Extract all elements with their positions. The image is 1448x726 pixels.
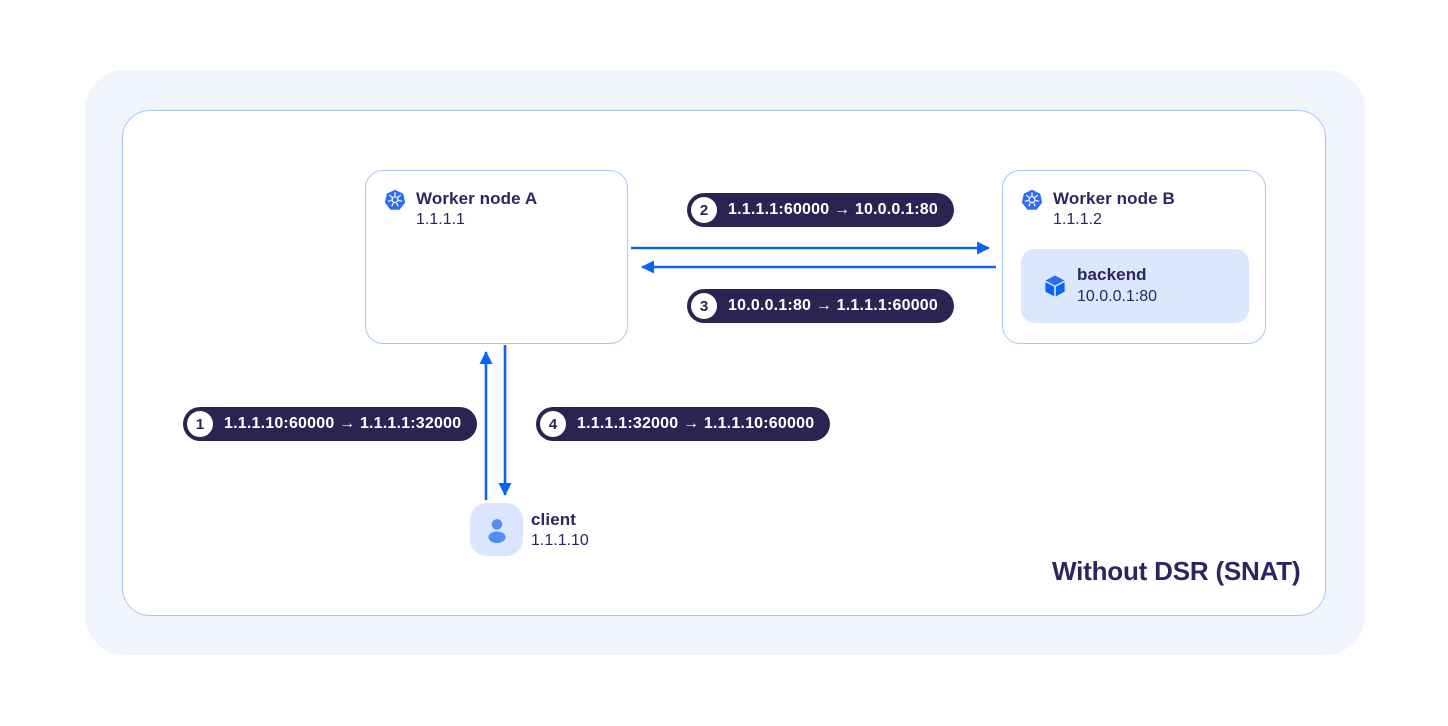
kubernetes-icon [1021,189,1043,211]
backend-pod-box: backend 10.0.0.1:80 [1021,249,1249,323]
client-ip: 1.1.1.10 [531,532,589,550]
flow-label: 1.1.1.10:60000 → 1.1.1.1:32000 [224,415,462,432]
kubernetes-icon [384,189,406,211]
flow-badge-4: 4 1.1.1.1:32000 → 1.1.1.10:60000 [536,407,831,441]
worker-node-a-title: Worker node A [416,189,538,208]
backend-ip: 10.0.0.1:80 [1077,287,1158,305]
client-avatar [470,503,523,556]
worker-node-b-ip: 1.1.1.2 [1053,211,1102,229]
worker-node-b-title: Worker node B [1053,189,1175,208]
flow-label: 1.1.1.1:60000 → 10.0.0.1:80 [728,201,938,218]
flow-label: 10.0.0.1:80 → 1.1.1.1:60000 [728,297,938,314]
flow-step-number: 1 [187,411,213,437]
person-icon [488,518,505,543]
flow-badge-1: 1 1.1.1.10:60000 → 1.1.1.1:32000 [183,407,478,441]
diagram-caption: Without DSR (SNAT) [1052,556,1301,586]
worker-node-a-ip: 1.1.1.1 [416,211,465,229]
backend-title: backend [1077,265,1147,285]
cube-icon [1043,274,1067,298]
flow-step-number: 4 [540,411,566,437]
client-title: client [531,510,577,529]
worker-node-a-box: Worker node A 1.1.1.1 [365,170,628,344]
flow-step-number: 3 [691,293,717,319]
flow-badge-3: 3 10.0.0.1:80 → 1.1.1.1:60000 [687,289,954,323]
flow-step-number: 2 [691,197,717,223]
flow-badge-2: 2 1.1.1.1:60000 → 10.0.0.1:80 [687,193,954,227]
flow-label: 1.1.1.1:32000 → 1.1.1.10:60000 [577,415,815,432]
worker-node-b-box: Worker node B 1.1.1.2 backend 10.0.0.1:8… [1002,170,1266,344]
